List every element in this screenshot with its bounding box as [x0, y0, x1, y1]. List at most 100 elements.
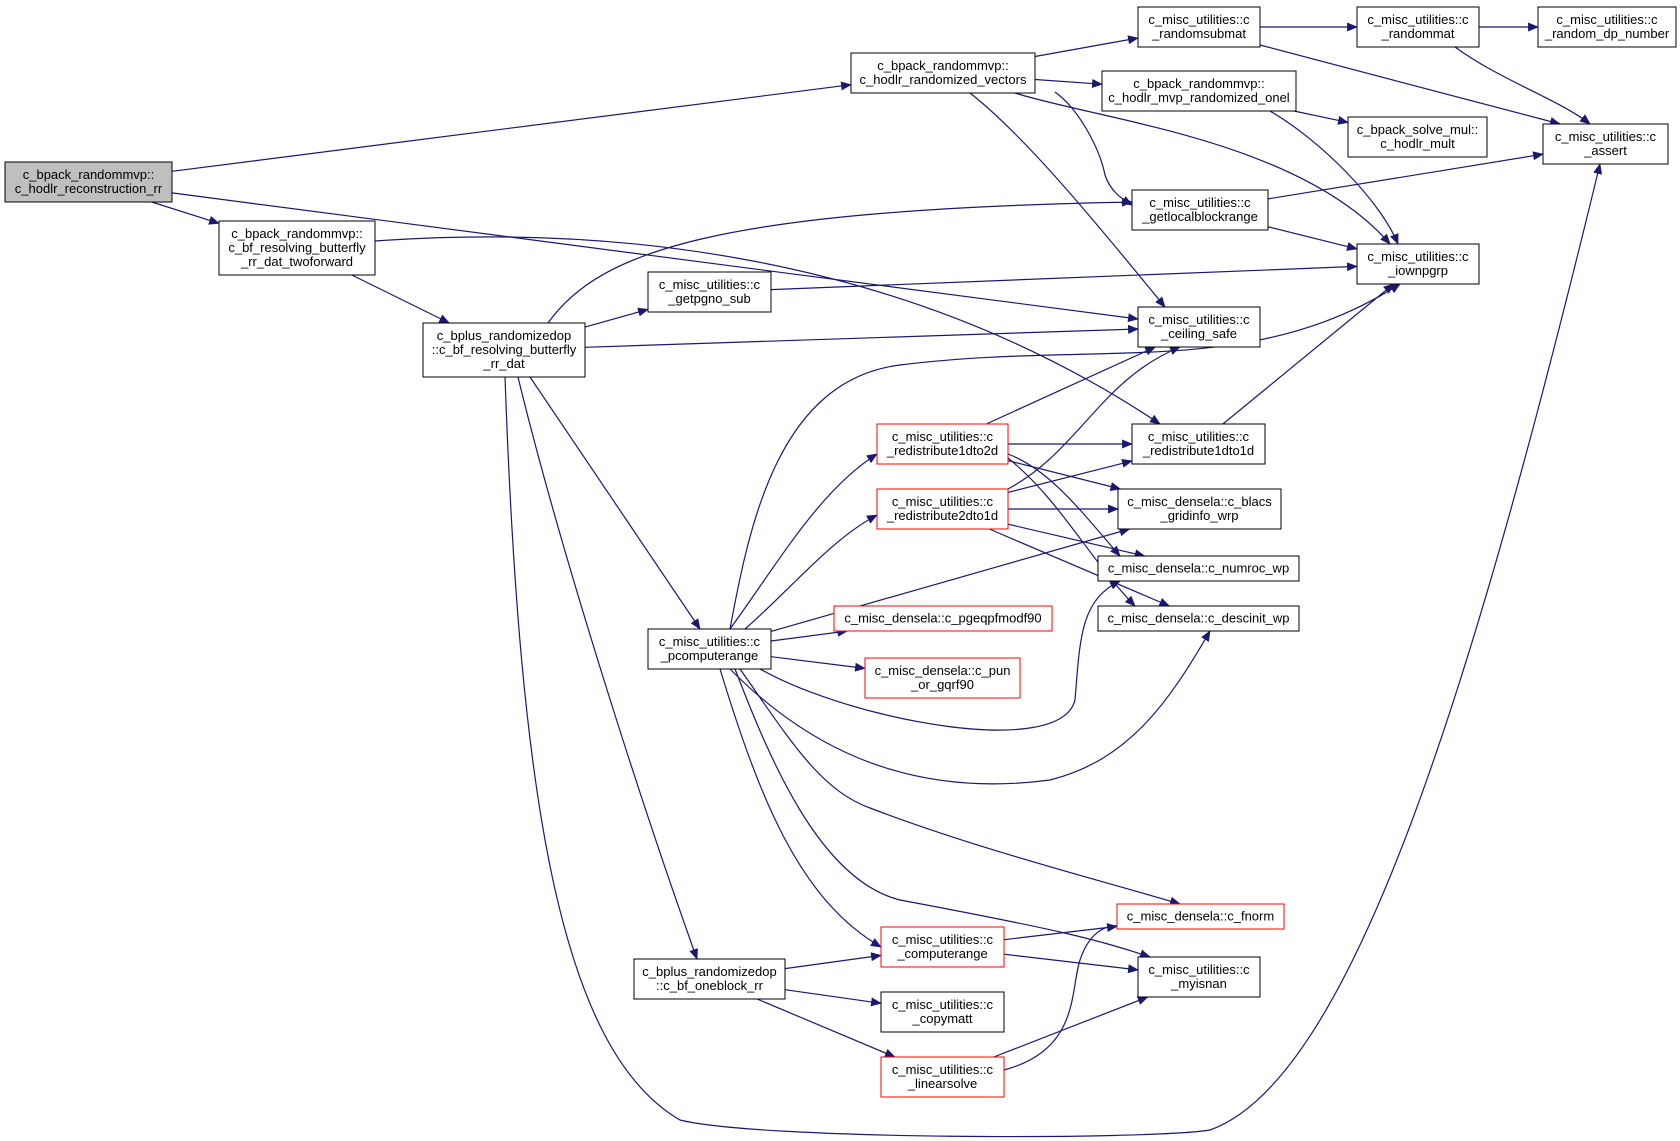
node-label-line: _redistribute1dto1d — [1142, 443, 1254, 458]
node-label-line: _gridinfo_wrp — [1159, 508, 1238, 523]
node-label-line: c_misc_utilities::c — [1148, 12, 1250, 27]
edges-layer — [151, 22, 1603, 1138]
node-bplus_rr_dat[interactable]: c_bplus_randomizedop::c_bf_resolving_but… — [422, 322, 586, 378]
node-box — [1097, 555, 1300, 582]
node-box — [4, 161, 173, 203]
node-label-line: _rr_dat — [482, 356, 525, 371]
node-label-line: c_misc_utilities::c — [1556, 12, 1658, 27]
edge-randomized_vectors-to-ceiling_safe — [969, 92, 1166, 308]
node-box — [1137, 956, 1261, 998]
edge-linearsolve-to-fnorm — [1003, 920, 1131, 1071]
edge-redistribute1dto2d-to-ceiling_safe — [986, 346, 1157, 425]
node-label-line: _redistribute1dto2d — [886, 443, 998, 458]
edge-redistribute1dto1d-to-iownpgrp — [1222, 283, 1395, 425]
edge-getlocalblockrange-to-iownpgrp — [1267, 226, 1358, 251]
node-ceiling_safe[interactable]: c_misc_utilities::c_ceiling_safe — [1137, 306, 1261, 348]
edge-pcomputerange-to-redistribute2dto1d — [744, 514, 878, 630]
node-label-line: c_hodlr_randomized_vectors — [860, 72, 1027, 87]
node-label-line: _pcomputerange — [660, 648, 759, 663]
edge-getlocalblockrange-to-assert — [1267, 151, 1544, 200]
edge-bplus_rr_dat-to-getlocalblockrange — [547, 197, 1133, 324]
edge-pcomputerange-to-blacs_gridinfo — [770, 527, 1131, 632]
node-label-line: c_misc_utilities::c — [1148, 312, 1250, 327]
node-label-line: c_misc_utilities::c — [892, 429, 994, 444]
node-box — [647, 628, 772, 670]
node-label-line: _linearsolve — [907, 1076, 977, 1091]
node-label-line: c_bpack_randommvp:: — [1133, 76, 1265, 91]
node-random_dp_number[interactable]: c_misc_utilities::c_random_dp_number — [1537, 6, 1677, 48]
edge-pcomputerange-to-descinit — [729, 630, 1211, 785]
node-label-line: c_misc_utilities::c — [1367, 12, 1469, 27]
edge-randomsubmat-to-assert — [1259, 44, 1561, 126]
node-randomsubmat[interactable]: c_misc_utilities::c_randomsubmat — [1137, 6, 1261, 48]
node-copymatt[interactable]: c_misc_utilities::c_copymatt — [880, 991, 1005, 1033]
node-label-line: _ceiling_safe — [1160, 326, 1237, 341]
node-redistribute1dto2d[interactable]: c_misc_utilities::c_redistribute1dto2d — [876, 423, 1009, 465]
node-label-line: c_misc_utilities::c — [892, 932, 994, 947]
node-box — [422, 322, 586, 378]
node-myisnan[interactable]: c_misc_utilities::c_myisnan — [1137, 956, 1261, 998]
node-label-line: c_misc_utilities::c — [1555, 129, 1657, 144]
node-fnorm[interactable]: c_misc_densela::c_fnorm — [1116, 903, 1285, 930]
node-hodlr_mult[interactable]: c_bpack_solve_mul::c_hodlr_mult — [1347, 116, 1488, 158]
node-randommat[interactable]: c_misc_utilities::c_randommat — [1356, 6, 1480, 48]
edge-bplus_rr_dat-to-ceiling_safe — [584, 324, 1139, 348]
node-oneblock_rr[interactable]: c_bplus_randomizedop::c_bf_oneblock_rr — [633, 958, 786, 1000]
node-box — [1137, 306, 1261, 348]
edge-bf_twoforward-to-bplus_rr_dat — [351, 274, 451, 324]
node-label-line: c_misc_utilities::c — [1148, 962, 1250, 977]
node-pgeqpfmodf90[interactable]: c_misc_densela::c_pgeqpfmodf90 — [833, 605, 1053, 632]
node-box — [647, 271, 772, 313]
node-label-line: _getlocalblockrange — [1141, 209, 1258, 224]
node-box — [1347, 116, 1488, 158]
node-mvp_onel[interactable]: c_bpack_randommvp::c_hodlr_mvp_randomize… — [1101, 70, 1297, 112]
node-label-line: _randommat — [1381, 26, 1455, 41]
node-label-line: _random_dp_number — [1544, 26, 1670, 41]
node-box — [880, 1056, 1005, 1098]
edge-redistribute2dto1d-to-ceiling_safe — [1007, 346, 1181, 490]
node-label-line: c_bf_resolving_butterfly — [228, 240, 366, 255]
node-label-line: c_hodlr_mult — [1380, 136, 1455, 151]
node-pun_or_gqrf90[interactable]: c_misc_densela::c_pun_or_gqrf90 — [864, 657, 1021, 699]
edge-root-to-ceiling_safe — [171, 192, 1139, 323]
node-assert[interactable]: c_misc_utilities::c_assert — [1542, 123, 1669, 165]
node-blacs_gridinfo[interactable]: c_misc_densela::c_blacs_gridinfo_wrp — [1117, 488, 1282, 530]
node-box — [1131, 423, 1266, 465]
edge-pcomputerange-to-pun_or_gqrf90 — [770, 656, 866, 672]
node-root[interactable]: c_bpack_randommvp::c_hodlr_reconstructio… — [4, 161, 173, 203]
edge-oneblock_rr-to-computerange — [784, 952, 882, 970]
node-label-line: c_bpack_randommvp:: — [877, 58, 1009, 73]
node-randomized_vectors[interactable]: c_bpack_randommvp::c_hodlr_randomized_ve… — [850, 52, 1036, 94]
node-getlocalblockrange[interactable]: c_misc_utilities::c_getlocalblockrange — [1131, 189, 1269, 231]
edge-pcomputerange-to-pgeqpfmodf90 — [770, 627, 849, 642]
node-label-line: _redistribute2dto1d — [886, 508, 998, 523]
node-numroc[interactable]: c_misc_densela::c_numroc_wp — [1097, 555, 1300, 582]
node-box — [1356, 243, 1480, 285]
edge-root-to-bf_twoforward — [151, 201, 220, 225]
node-pcomputerange[interactable]: c_misc_utilities::c_pcomputerange — [647, 628, 772, 670]
edge-redistribute2dto1d-to-redistribute1dto1d — [1007, 458, 1133, 493]
node-label-line: c_bpack_randommvp:: — [23, 167, 155, 182]
node-linearsolve[interactable]: c_misc_utilities::c_linearsolve — [880, 1056, 1005, 1098]
node-box — [218, 220, 376, 276]
edge-linearsolve-to-myisnan — [993, 996, 1149, 1058]
node-redistribute2dto1d[interactable]: c_misc_utilities::c_redistribute2dto1d — [876, 488, 1009, 530]
node-bf_twoforward[interactable]: c_bpack_randommvp::c_bf_resolving_butter… — [218, 220, 376, 276]
edge-computerange-to-fnorm — [1003, 923, 1118, 941]
edge-redistribute2dto1d-to-numroc — [1007, 523, 1146, 559]
node-getpgno_sub[interactable]: c_misc_utilities::c_getpgno_sub — [647, 271, 772, 313]
edge-computerange-to-myisnan — [1003, 953, 1139, 974]
node-box — [1116, 903, 1285, 930]
edge-oneblock_rr-to-linearsolve — [756, 998, 896, 1058]
edge-mvp_onel-to-iownpgrp — [1269, 110, 1399, 245]
node-iownpgrp[interactable]: c_misc_utilities::c_iownpgrp — [1356, 243, 1480, 285]
node-label-line: c_misc_utilities::c — [892, 997, 994, 1012]
edge-pcomputerange-to-numroc — [759, 580, 1121, 731]
edge-bplus_rr_dat-to-getpgno_sub — [584, 307, 649, 328]
edge-randomized_vectors-to-getlocalblockrange — [1054, 91, 1133, 206]
node-redistribute1dto1d[interactable]: c_misc_utilities::c_redistribute1dto1d — [1131, 423, 1266, 465]
node-descinit[interactable]: c_misc_densela::c_descinit_wp — [1097, 605, 1300, 632]
edge-pcomputerange-to-myisnan — [734, 668, 1151, 959]
node-computerange[interactable]: c_misc_utilities::c_computerange — [880, 926, 1005, 968]
edge-redistribute1dto2d-to-blacs_gridinfo — [1007, 460, 1122, 491]
